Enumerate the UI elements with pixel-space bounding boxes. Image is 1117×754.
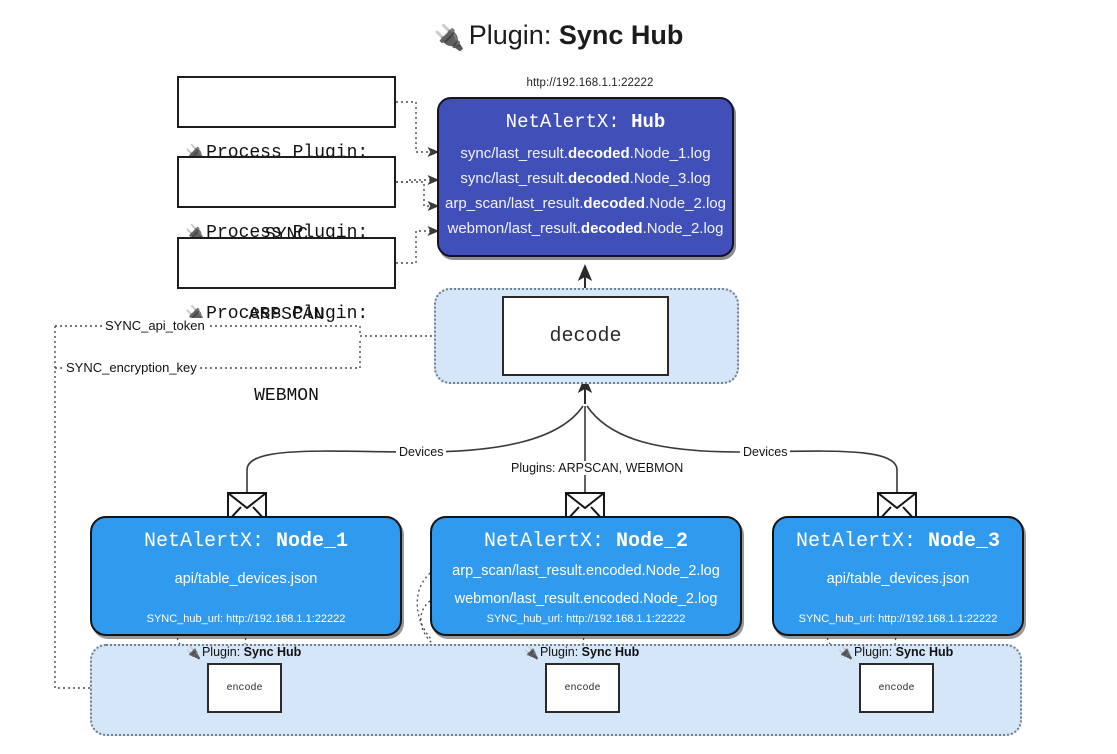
node-title: NetAlertX: Node_1 — [92, 530, 400, 553]
hub-log-pre: arp_scan/last_result. — [445, 195, 584, 212]
page-title-prefix: Plugin: — [468, 20, 559, 50]
hub-log-pre: sync/last_result. — [460, 145, 568, 162]
hub-log-post: .Node_1.log — [629, 145, 711, 162]
node-title-prefix: NetAlertX: — [483, 530, 616, 553]
node-title-name: Node_3 — [928, 530, 1001, 553]
sync-encryption-key-label: SYNC_encryption_key — [64, 360, 199, 375]
encode-box-node-3[interactable]: encode — [859, 663, 934, 713]
node-footer: SYNC_hub_url: http://192.168.1.1:22222 — [798, 613, 998, 625]
node-row: api/table_devices.json — [174, 571, 318, 587]
hub-log-pre: webmon/last_result. — [447, 220, 581, 237]
node-title: NetAlertX: Node_3 — [774, 530, 1022, 553]
edge-label-devices-right: Devices — [740, 445, 791, 459]
hub-title-name: Hub — [631, 111, 666, 133]
encode-box-node-2[interactable]: encode — [545, 663, 620, 713]
encode-tag-name: Sync Hub — [581, 645, 640, 659]
encode-tag-prefix: Plugin: — [539, 645, 582, 659]
node-row: api/table_devices.json — [826, 571, 970, 587]
plug-icon: 🔌 — [433, 24, 465, 52]
page-title-name: Sync Hub — [558, 20, 684, 50]
hub-log-row: sync/last_result.decoded.Node_3.log — [439, 166, 732, 191]
plug-icon: 🔌 — [186, 646, 201, 660]
node-title-name: Node_2 — [616, 530, 689, 553]
page-title: 🔌Plugin: Sync Hub — [0, 18, 1117, 55]
hub-log-strong: decoded — [583, 195, 646, 212]
encode-plugin-tag: 🔌Plugin: Sync Hub — [838, 645, 953, 660]
edge-label-plugins: Plugins: ARPSCAN, WEBMON — [508, 461, 687, 475]
hub-log-post: .Node_3.log — [629, 170, 711, 187]
node-title: NetAlertX: Node_2 — [432, 530, 740, 553]
node-row: webmon/last_result.encoded.Node_2.log — [454, 591, 718, 607]
process-plugin-arpscan[interactable]: 🔌Process Plugin: ARPSCAN — [177, 156, 396, 325]
netalertx-node-3[interactable]: NetAlertX: Node_3 api/table_devices.json… — [772, 516, 1024, 636]
process-plugin-sync[interactable]: 🔌Process Plugin: SYNC — [177, 76, 396, 245]
hub-log-row: sync/last_result.decoded.Node_1.log — [439, 141, 732, 166]
process-plugin-webmon[interactable]: 🔌Process Plugin: WEBMON — [177, 237, 396, 406]
netalertx-node-2[interactable]: NetAlertX: Node_2 arp_scan/last_result.e… — [430, 516, 742, 636]
encode-plugin-tag: 🔌Plugin: Sync Hub — [186, 645, 301, 660]
edge-label-devices-left: Devices — [396, 445, 447, 459]
hub-log-post: .Node_2.log — [645, 195, 726, 212]
decode-box[interactable]: decode — [502, 296, 669, 376]
process-plugin-line1: Process Plugin: — [206, 304, 369, 324]
hub-log-strong: decoded — [567, 170, 630, 187]
encode-tag-prefix: Plugin: — [201, 645, 244, 659]
encode-box-node-1[interactable]: encode — [207, 663, 282, 713]
process-plugin-line2: WEBMON — [254, 386, 319, 406]
encode-label: encode — [564, 682, 601, 694]
plug-icon: 🔌 — [524, 646, 539, 660]
encode-label: encode — [226, 682, 263, 694]
node-title-prefix: NetAlertX: — [795, 530, 928, 553]
plug-icon: 🔌 — [838, 646, 853, 660]
hub-node[interactable]: NetAlertX: Hub sync/last_result.decoded.… — [437, 97, 734, 257]
hub-log-row: webmon/last_result.decoded.Node_2.log — [439, 216, 732, 241]
encode-tag-name: Sync Hub — [243, 645, 302, 659]
encode-tag-name: Sync Hub — [895, 645, 954, 659]
hub-title-prefix: NetAlertX: — [505, 111, 632, 133]
node-title-prefix: NetAlertX: — [143, 530, 276, 553]
hub-log-pre: sync/last_result. — [460, 170, 568, 187]
decode-label: decode — [549, 324, 622, 348]
node-footer: SYNC_hub_url: http://192.168.1.1:22222 — [486, 613, 686, 625]
hub-log-post: .Node_2.log — [642, 220, 724, 237]
node-row: arp_scan/last_result.encoded.Node_2.log — [452, 563, 720, 579]
process-plugin-line2: ARPSCAN — [248, 305, 325, 325]
encode-label: encode — [878, 682, 915, 694]
hub-log-strong: decoded — [580, 220, 643, 237]
encode-plugin-tag: 🔌Plugin: Sync Hub — [524, 645, 639, 660]
hub-url-label: http://192.168.1.1:22222 — [526, 77, 654, 89]
hub-node-title: NetAlertX: Hub — [439, 111, 732, 133]
node-footer: SYNC_hub_url: http://192.168.1.1:22222 — [146, 613, 346, 625]
sync-api-token-label: SYNC_api_token — [103, 318, 207, 333]
node-title-name: Node_1 — [276, 530, 349, 553]
hub-log-strong: decoded — [567, 145, 630, 162]
hub-log-row: arp_scan/last_result.decoded.Node_2.log — [439, 191, 732, 216]
encode-tag-prefix: Plugin: — [853, 645, 896, 659]
netalertx-node-1[interactable]: NetAlertX: Node_1 api/table_devices.json… — [90, 516, 402, 636]
